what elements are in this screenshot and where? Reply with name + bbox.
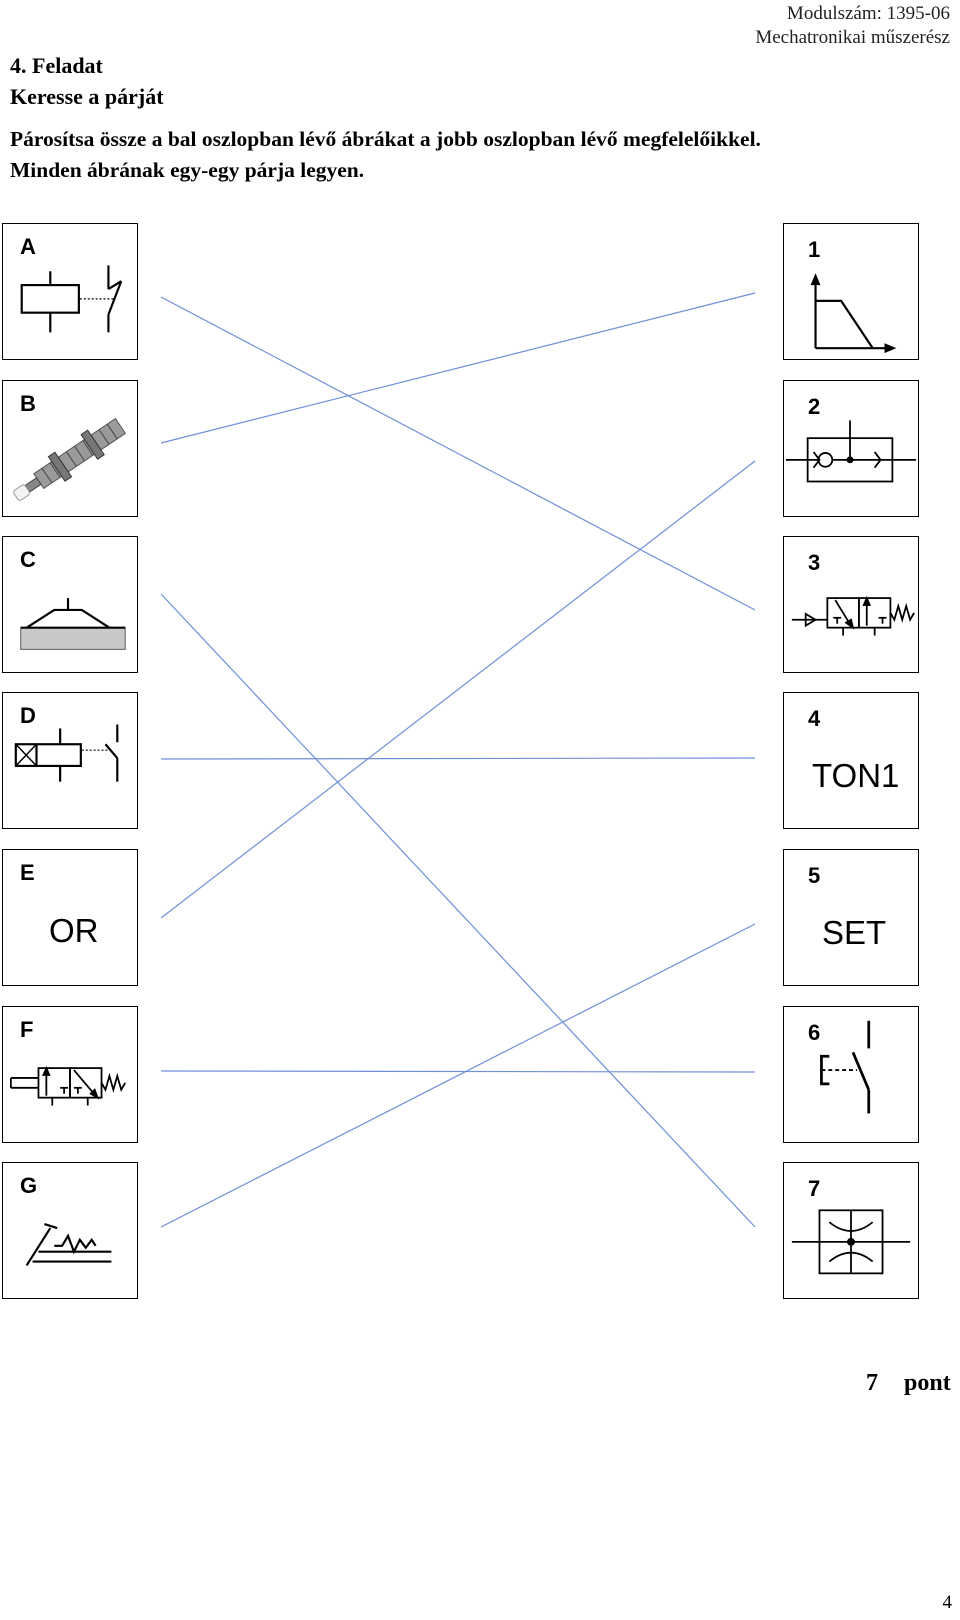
- left-item-e[interactable]: E OR: [2, 849, 138, 986]
- right-item-label: 1: [808, 237, 821, 262]
- task-subtitle: Keresse a párját: [10, 84, 164, 109]
- left-item-g[interactable]: G: [2, 1162, 138, 1299]
- left-item-a[interactable]: A: [2, 223, 138, 360]
- page-number: 4: [942, 1592, 953, 1613]
- proximity-sensor-photo: [13, 417, 127, 501]
- match-line-f-6: [160, 1070, 756, 1073]
- instruction-line-2: Minden ábrának egy-egy párja legyen.: [10, 158, 365, 182]
- left-item-label: E: [20, 860, 35, 885]
- left-item-label: G: [20, 1173, 38, 1198]
- score-unit: pont: [904, 1370, 951, 1396]
- right-item-1[interactable]: 1: [783, 223, 919, 360]
- right-item-6[interactable]: 6: [783, 1006, 919, 1143]
- shuttle-valve-icon: [785, 420, 917, 483]
- relay-coil-contact-icon: [20, 265, 123, 333]
- timer-relay-icon: [14, 724, 119, 782]
- time-chart-icon: [810, 273, 897, 354]
- right-item-5[interactable]: 5 SET: [783, 849, 919, 986]
- left-item-label: C: [20, 547, 36, 572]
- set-instruction-text: SET: [822, 914, 887, 951]
- pneumatic-valve-icon: [791, 595, 915, 636]
- match-line-g-5: [160, 923, 756, 1228]
- or-gate-text: OR: [49, 912, 99, 949]
- valve-pushbutton-icon: [9, 1065, 126, 1106]
- right-item-label: 5: [808, 863, 821, 888]
- machining-symbol-icon: [25, 1223, 112, 1267]
- task-heading: 4. Feladat Keresse a párját: [10, 50, 164, 112]
- match-line-b-1: [160, 292, 756, 444]
- left-item-label: A: [20, 234, 36, 259]
- left-item-d[interactable]: D: [2, 692, 138, 829]
- right-item-4[interactable]: 4 TON1: [783, 692, 919, 829]
- ton-timer-text: TON1: [812, 757, 900, 794]
- right-item-3[interactable]: 3: [783, 536, 919, 673]
- match-line-a-3: [160, 296, 756, 611]
- task-number: 4. Feladat: [10, 53, 103, 78]
- right-item-2[interactable]: 2: [783, 380, 919, 517]
- right-item-label: 7: [808, 1176, 821, 1201]
- match-line-c-7: [160, 593, 756, 1228]
- right-item-label: 6: [808, 1020, 821, 1045]
- left-item-b[interactable]: B: [2, 380, 138, 517]
- left-item-label: D: [20, 703, 36, 728]
- match-line-e-2: [160, 460, 756, 919]
- right-item-label: 4: [808, 706, 821, 731]
- throttle-valve-icon: [791, 1209, 911, 1275]
- left-item-c[interactable]: C: [2, 536, 138, 673]
- right-item-7[interactable]: 7: [783, 1162, 919, 1299]
- left-item-label: B: [20, 391, 36, 416]
- profession-title: Mechatronikai műszerész: [755, 27, 950, 48]
- page-header: Modulszám: 1395-06 Mechatronikai műszeré…: [755, 2, 950, 50]
- left-item-f[interactable]: F: [2, 1006, 138, 1143]
- right-item-label: 3: [808, 550, 821, 575]
- right-item-label: 2: [808, 394, 821, 419]
- surface-roughness-symbol-icon: [20, 598, 126, 650]
- module-number: Modulszám: 1395-06: [786, 3, 950, 24]
- instruction-line-1: Párosítsa össze a bal oszlopban lévő ábr…: [10, 127, 761, 151]
- instructions: Párosítsa össze a bal oszlopban lévő ábr…: [10, 124, 761, 186]
- pushbutton-switch-icon: [820, 1020, 871, 1114]
- score: 7 pont: [866, 1370, 951, 1397]
- score-value: 7: [866, 1370, 878, 1396]
- left-item-label: F: [20, 1017, 34, 1042]
- match-line-d-4: [160, 757, 756, 760]
